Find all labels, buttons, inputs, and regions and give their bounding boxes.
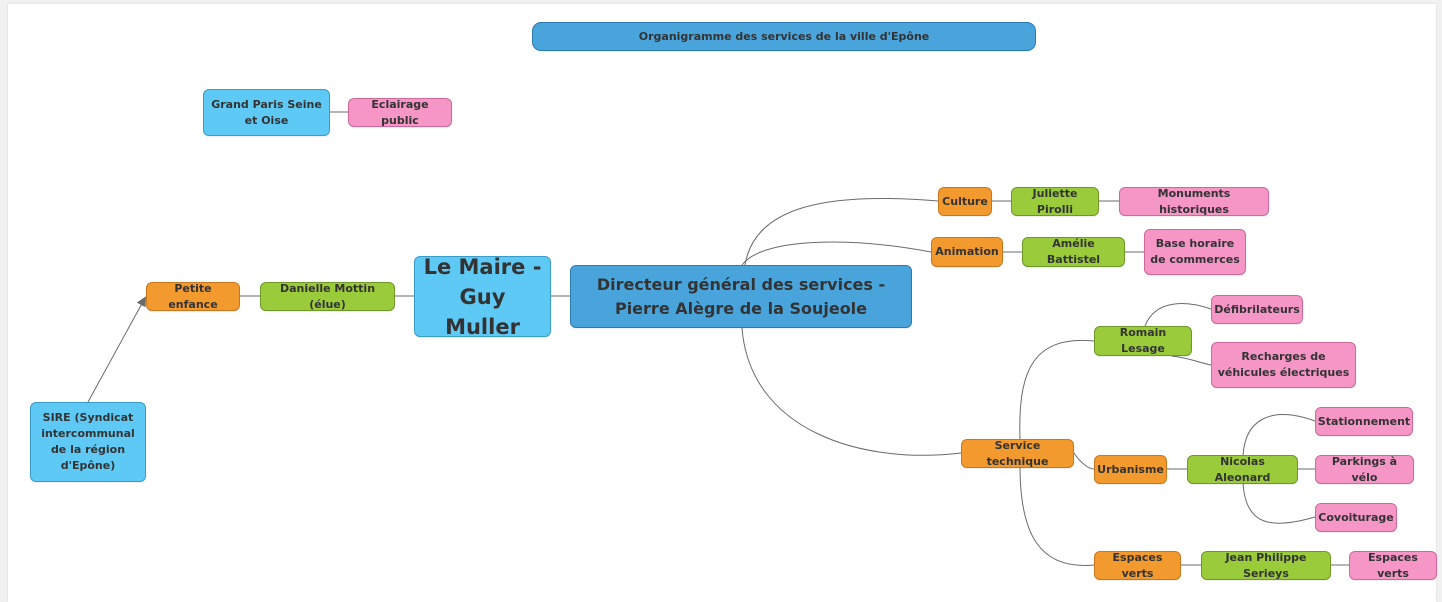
node-petite-enfance[interactable]: Petite enfance [146,282,240,311]
node-espaces-verts-task[interactable]: Espaces verts [1349,551,1437,580]
node-covoiturage[interactable]: Covoiturage [1315,503,1397,532]
node-grand-paris-seine-et-oise[interactable]: Grand Paris Seine et Oise [203,89,330,136]
node-base-horaire-commerces[interactable]: Base horaire de commerces [1144,229,1246,275]
diagram-title: Organigramme des services de la ville d'… [532,22,1036,51]
node-danielle-mottin[interactable]: Danielle Mottin (élue) [260,282,395,311]
node-defibrillateurs[interactable]: Défibrilateurs [1211,295,1303,324]
node-espaces-verts[interactable]: Espaces verts [1094,551,1181,580]
node-nicolas-aleonard[interactable]: Nicolas Aleonard [1187,455,1298,484]
node-urbanisme[interactable]: Urbanisme [1094,455,1167,484]
node-culture[interactable]: Culture [938,187,992,216]
node-animation[interactable]: Animation [931,237,1003,267]
node-stationnement[interactable]: Stationnement [1315,407,1413,436]
node-sire[interactable]: SIRE (Syndicat intercommunal de la régio… [30,402,146,482]
node-juliette-pirolli[interactable]: Juliette Pirolli [1011,187,1099,216]
node-monuments-historiques[interactable]: Monuments historiques [1119,187,1269,216]
node-recharges-vehicules[interactable]: Recharges de véhicules électriques [1211,342,1356,388]
node-service-technique[interactable]: Service technique [961,439,1074,468]
node-le-maire[interactable]: Le Maire - Guy Muller [414,255,551,339]
node-directeur-general[interactable]: Directeur général des services - Pierre … [570,265,912,328]
node-romain-lesage[interactable]: Romain Lesage [1094,326,1192,356]
node-parkings-velo[interactable]: Parkings à vélo [1315,455,1414,484]
node-amelie-battistel[interactable]: Amélie Battistel [1022,237,1125,267]
node-eclairage-public[interactable]: Eclairage public [348,98,452,127]
node-jean-philippe-serieys[interactable]: Jean Philippe Serieys [1201,551,1331,580]
